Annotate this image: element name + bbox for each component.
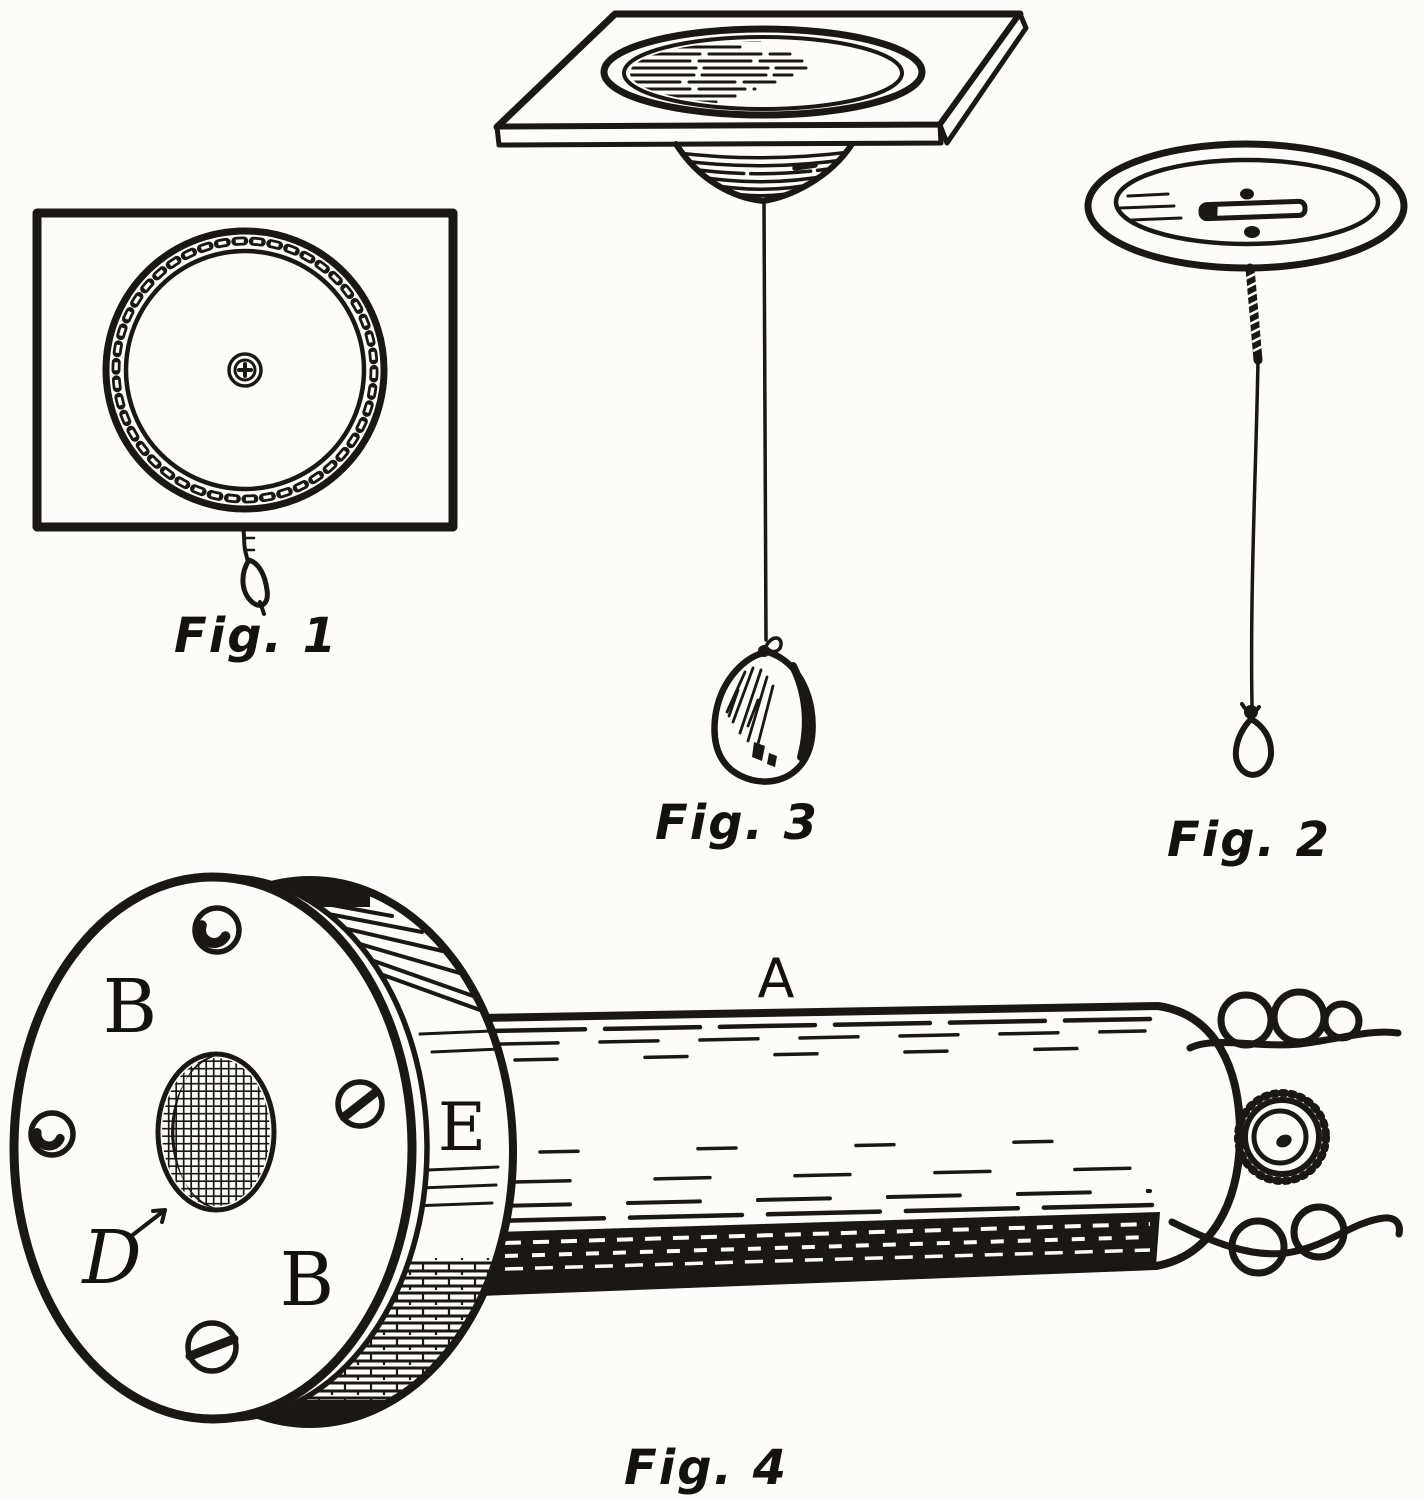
fig4-label-aperture: D bbox=[80, 1215, 141, 1301]
fig4-screw-bottom bbox=[185, 1320, 239, 1374]
fig1-inner-ring bbox=[123, 248, 367, 492]
fig2-threaded-rod bbox=[1244, 263, 1266, 365]
fig3-recess-hatching bbox=[630, 41, 808, 104]
fig3-funnel-plate: Fig. 3 bbox=[493, 10, 1029, 851]
fig4-label-face-upper: B bbox=[103, 964, 157, 1050]
fig1-perforation-ring bbox=[111, 236, 379, 504]
fig3-recess-inner bbox=[622, 35, 904, 111]
fig3-plate-side-edge bbox=[937, 11, 1029, 146]
fig2-lid-rim-shade bbox=[1106, 236, 1237, 268]
fig3-plate-front-edge bbox=[494, 122, 944, 148]
fig1-caption: Fig. 1 bbox=[174, 608, 338, 664]
fig1-target-board: Fig. 1 bbox=[32, 208, 458, 664]
fig4-drum-apparatus: A bbox=[9, 872, 1403, 1496]
fig3-caption: Fig. 3 bbox=[655, 795, 819, 851]
fig4-screw-right bbox=[335, 1079, 385, 1129]
fig4-tube-dark-band bbox=[482, 1212, 1160, 1291]
fig4-caption: Fig. 4 bbox=[624, 1440, 788, 1496]
fig2-lid-hatch-marks bbox=[1118, 192, 1183, 222]
fig4-bottom-coil-wire bbox=[1168, 1203, 1403, 1277]
fig2-loop bbox=[1232, 702, 1275, 778]
fig4-tube-shading bbox=[487, 1016, 1155, 1224]
fig2-lid-inner bbox=[1113, 157, 1381, 247]
fig4-aperture-arrow bbox=[128, 1208, 167, 1239]
fig2-string bbox=[1249, 358, 1260, 708]
fig2-slot bbox=[1198, 198, 1308, 222]
fig4-top-coil-wire bbox=[1186, 988, 1402, 1052]
fig1-outer-ring bbox=[102, 227, 388, 513]
fig3-stone-weight bbox=[711, 645, 816, 785]
fig4-label-tube: A bbox=[758, 947, 795, 1010]
fig4-tube: A bbox=[476, 947, 1244, 1296]
fig4-terminal-wheel bbox=[1234, 1089, 1330, 1185]
fig3-recess-outer bbox=[600, 25, 926, 119]
fig4-mesh-aperture bbox=[155, 1051, 277, 1213]
fig4-label-face-lower: B bbox=[280, 1237, 334, 1323]
fig2-slot-dot-bottom bbox=[1244, 226, 1260, 238]
fig4-label-rim: E bbox=[438, 1089, 486, 1166]
fig2-slot-dot-top bbox=[1240, 188, 1254, 200]
fig1-center-screw bbox=[227, 352, 263, 388]
fig3-plumb-string bbox=[762, 201, 768, 642]
fig4-screw-left bbox=[28, 1110, 76, 1158]
fig2-slotted-lid: Fig. 2 bbox=[1084, 140, 1408, 868]
fig4-screw-top bbox=[192, 905, 242, 955]
fig2-caption: Fig. 2 bbox=[1167, 812, 1331, 868]
fig1-hanging-loop bbox=[240, 526, 270, 616]
